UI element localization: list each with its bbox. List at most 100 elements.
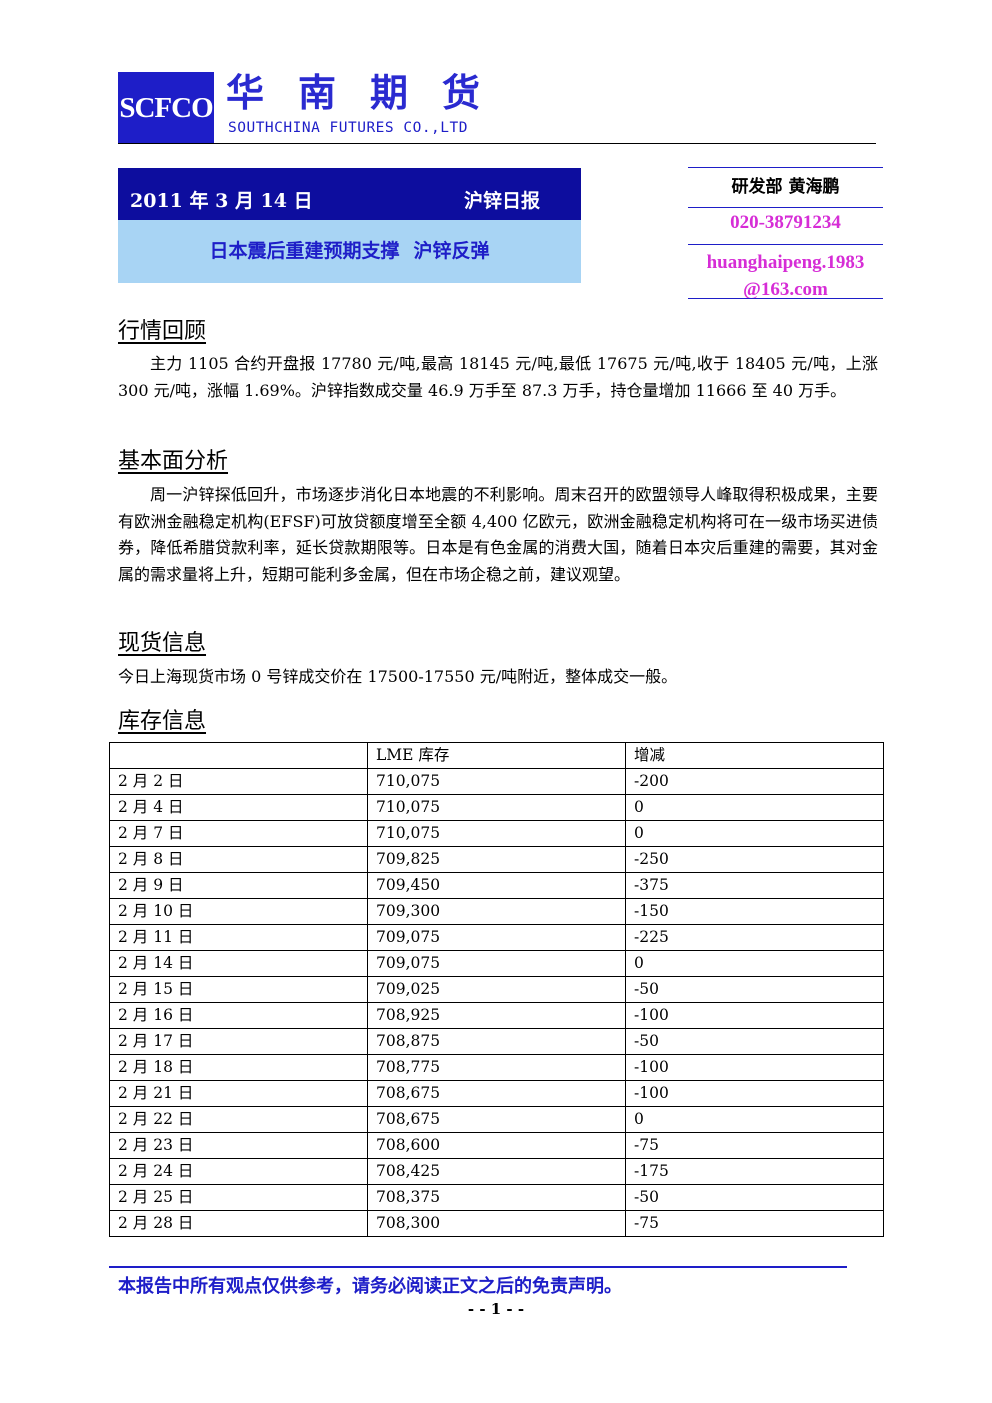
table-cell: -150 — [625, 898, 884, 925]
logo-text: SCFCO — [119, 91, 213, 124]
company-logo: SCFCO — [118, 72, 214, 144]
table-cell: 708,600 — [367, 1132, 626, 1159]
table-cell: 2 月 10 日 — [109, 898, 368, 925]
fundamentals-body: 周一沪锌探低回升，市场逐步消化日本地震的不利影响。周末召开的欧盟领导人峰取得积极… — [118, 485, 878, 584]
table-cell: 708,925 — [367, 1002, 626, 1029]
contact-divider — [688, 207, 883, 208]
table-cell: 0 — [625, 1106, 884, 1133]
contact-phone: 020-38791234 — [730, 212, 841, 233]
table-cell: 709,075 — [367, 924, 626, 951]
table-cell: 2 月 17 日 — [109, 1028, 368, 1055]
table-cell: 2 月 8 日 — [109, 846, 368, 873]
table-cell: 710,075 — [367, 768, 626, 795]
table-cell: 708,425 — [367, 1158, 626, 1185]
table-cell: 709,075 — [367, 950, 626, 977]
contact-divider — [688, 298, 883, 299]
table-cell: 2 月 15 日 — [109, 976, 368, 1003]
table-cell: 2 月 16 日 — [109, 1002, 368, 1029]
report-date-bar: 2011 年 3 月 14 日 沪锌日报 — [118, 168, 581, 220]
table-cell: 2 月 23 日 — [109, 1132, 368, 1159]
table-cell: 2 月 9 日 — [109, 872, 368, 899]
disclaimer: 本报告中所有观点仅供参考，请务必阅读正文之后的免责声明。 — [118, 1276, 622, 1297]
contact-divider — [688, 244, 883, 245]
table-cell: 2 月 18 日 — [109, 1054, 368, 1081]
contact-email-line-1: huanghaipeng.1983 — [706, 252, 865, 273]
table-cell: 2 月 4 日 — [109, 794, 368, 821]
report-kind: 沪锌日报 — [464, 190, 541, 212]
table-cell: -75 — [625, 1210, 884, 1237]
table-header-cell: LME 库存 — [367, 742, 626, 769]
table-cell: 2 月 2 日 — [109, 768, 368, 795]
table-cell: 2 月 7 日 — [109, 820, 368, 847]
table-cell: 0 — [625, 950, 884, 977]
headline-part-1: 日本震后重建预期支撑 — [209, 240, 400, 262]
table-header-row: LME 库存增减 — [109, 742, 884, 769]
table-cell: 0 — [625, 820, 884, 847]
table-header-cell: 增减 — [625, 742, 884, 769]
company-name-en: SOUTHCHINA FUTURES CO.,LTD — [228, 120, 468, 136]
contact-name: 研发部 黄海鹏 — [731, 177, 840, 197]
table-cell: -175 — [625, 1158, 884, 1185]
footer-divider — [109, 1266, 847, 1268]
contact-email[interactable]: huanghaipeng.1983 @163.com — [688, 249, 883, 303]
table-cell: 709,450 — [367, 872, 626, 899]
table-cell: 708,375 — [367, 1184, 626, 1211]
table-cell: 708,875 — [367, 1028, 626, 1055]
table-cell: 2 月 21 日 — [109, 1080, 368, 1107]
company-name-cn: 华南期货 — [226, 70, 515, 115]
table-cell: 709,300 — [367, 898, 626, 925]
table-cell: 709,025 — [367, 976, 626, 1003]
table-cell: -75 — [625, 1132, 884, 1159]
table-cell: 2 月 11 日 — [109, 924, 368, 951]
contact-email-line-2: @163.com — [743, 279, 828, 300]
table-header-cell — [109, 742, 368, 769]
table-cell: -50 — [625, 976, 884, 1003]
market-review-title: 行情回顾 — [118, 319, 207, 344]
header-divider — [118, 143, 876, 144]
table-cell: 708,675 — [367, 1080, 626, 1107]
table-cell: 710,075 — [367, 794, 626, 821]
table-cell: -50 — [625, 1028, 884, 1055]
spot-title: 现货信息 — [118, 631, 207, 656]
report-date: 2011 年 3 月 14 日 — [130, 190, 313, 212]
table-cell: 0 — [625, 794, 884, 821]
fundamentals-title: 基本面分析 — [118, 449, 229, 474]
table-cell: -225 — [625, 924, 884, 951]
table-cell: 708,775 — [367, 1054, 626, 1081]
table-cell: 709,825 — [367, 846, 626, 873]
table-cell: 708,675 — [367, 1106, 626, 1133]
market-review-body: 主力 1105 合约开盘报 17780 元/吨,最高 18145 元/吨,最低 … — [118, 354, 878, 400]
table-cell: -50 — [625, 1184, 884, 1211]
table-cell: -375 — [625, 872, 884, 899]
table-cell: -250 — [625, 846, 884, 873]
table-cell: -200 — [625, 768, 884, 795]
table-cell: -100 — [625, 1054, 884, 1081]
table-cell: 2 月 25 日 — [109, 1184, 368, 1211]
table-cell: -100 — [625, 1002, 884, 1029]
spot-body: 今日上海现货市场 0 号锌成交价在 17500-17550 元/吨附近，整体成交… — [118, 667, 678, 686]
table-cell: 2 月 14 日 — [109, 950, 368, 977]
report-headline: 日本震后重建预期支撑沪锌反弹 — [118, 220, 581, 283]
headline-part-2: 沪锌反弹 — [413, 240, 490, 262]
table-cell: 2 月 28 日 — [109, 1210, 368, 1237]
table-cell: 708,300 — [367, 1210, 626, 1237]
table-cell: -100 — [625, 1080, 884, 1107]
table-cell: 710,075 — [367, 820, 626, 847]
inventory-title: 库存信息 — [118, 709, 207, 734]
page-number: - - 1 - - — [467, 1300, 525, 1318]
